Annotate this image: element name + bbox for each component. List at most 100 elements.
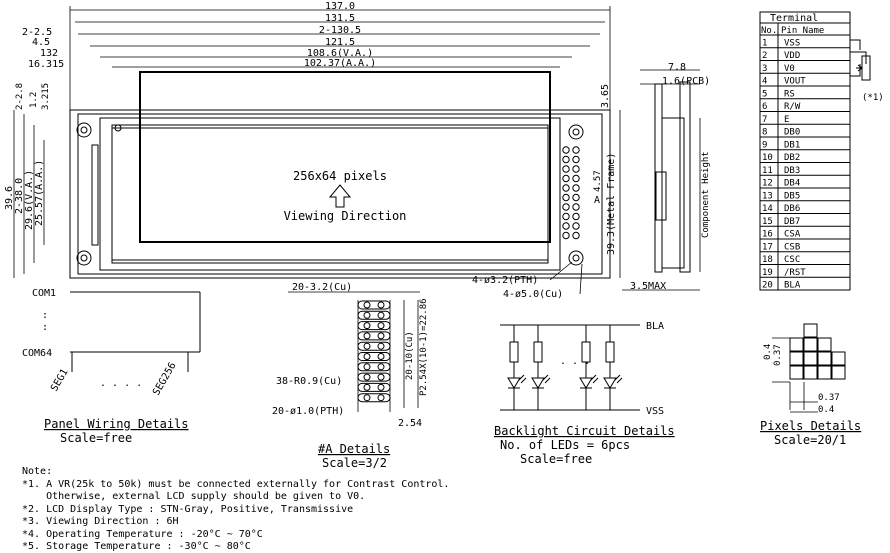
terminal-pin: VSS (784, 38, 800, 48)
com64-label: COM64 (22, 348, 52, 359)
panel-wiring-scale: Scale=free (60, 431, 132, 445)
terminal-no: 5 (762, 89, 767, 99)
detail-hole (363, 373, 371, 381)
pixel-dot (803, 323, 818, 338)
terminal-pin: DB0 (784, 128, 800, 138)
pad (572, 231, 580, 240)
detail-pad (357, 382, 391, 392)
terminal-no: 20 (762, 281, 773, 291)
panel-wiring-title: Panel Wiring Details (44, 417, 189, 431)
terminal-no: 13 (762, 191, 773, 201)
detail-pad (357, 341, 391, 351)
dim-108-6: 108.6(V.A.) (307, 48, 373, 59)
terminal-pin: CSB (784, 242, 800, 252)
note-3: *3. Viewing Direction : 6H (22, 516, 179, 527)
seg1-label: SEG1 (49, 367, 71, 393)
bla-label: BLA (646, 321, 664, 332)
pix-dim-0-4-h: 0.4 (818, 405, 834, 415)
detail-a-pads (357, 300, 391, 412)
dim-16-315: 16.315 (28, 59, 64, 70)
detail-hole (363, 353, 371, 360)
pad (562, 174, 570, 183)
pad (562, 231, 570, 240)
detail-hole (363, 332, 371, 340)
svg-text:. . .: . . . (560, 356, 590, 367)
terminal-header: Terminal (770, 13, 818, 24)
detail-hole (377, 394, 385, 402)
pad (562, 212, 570, 221)
pixel-dot (831, 365, 846, 380)
led-icon (579, 377, 593, 389)
dim-hole-cu: 4-ø5.0(Cu) (503, 289, 563, 300)
seg256-label: SEG256 (151, 361, 179, 398)
detail-hole (377, 373, 385, 381)
terminal-no: 1 (762, 38, 767, 48)
pixel-dot (817, 351, 832, 366)
detail-hole (377, 322, 385, 330)
terminal-pin: DB6 (784, 204, 800, 214)
terminal-pin: CSA (784, 230, 801, 240)
terminal-pin: R/W (784, 102, 801, 112)
com1-label: COM1 (32, 288, 56, 299)
pad (572, 165, 580, 173)
terminal-no: 15 (762, 217, 773, 227)
pixel-dot (789, 365, 804, 380)
pad (562, 155, 570, 164)
dim-20-ø1: 20-ø1.0(PTH) (272, 406, 344, 417)
backlight-leds: No. of LEDs = 6pcs (500, 438, 630, 452)
terminal-pin: DB5 (784, 191, 800, 201)
terminal-no: 4 (762, 77, 767, 87)
pixels-label: 256x64 pixels (293, 169, 387, 183)
note-1: *1. A VR(25k to 50k) must be connected e… (22, 479, 449, 490)
dim-3-215: 3.215 (41, 83, 51, 110)
metal-frame-outline (77, 113, 603, 275)
dim-130-5: 2-130.5 (319, 25, 361, 36)
terminal-pin: DB2 (784, 153, 800, 163)
dim-pitch: P2.54X(10-1)=22.86 (419, 298, 429, 396)
detail-hole (377, 342, 385, 350)
backlight-circuit: BLA VSS . . . Backlight Circuit Details … (494, 321, 675, 466)
detail-hole (363, 311, 371, 319)
detail-pad (357, 331, 391, 341)
terminal-pin: DB3 (784, 166, 800, 176)
resistor (533, 341, 543, 363)
pixels-scale: Scale=20/1 (774, 433, 846, 447)
notes-header: Note: (22, 466, 52, 477)
detail-hole (363, 301, 371, 309)
pad (572, 193, 580, 202)
pad (562, 165, 570, 173)
terminal-pin: DB7 (784, 217, 800, 227)
detail-a: 20-3.2(Cu) 38-R0.9(Cu) 20-ø1.0(PTH) 20-1… (272, 282, 429, 470)
dim-4-57: 4.57 (593, 170, 603, 192)
dim-121-5: 121.5 (325, 37, 355, 48)
dim-2-38: 2-38.0 (14, 178, 25, 214)
terminal-pin: E (784, 115, 789, 125)
viewing-direction-label: Viewing Direction (284, 209, 407, 223)
dim-3-5-max: 3.5MAX (630, 281, 666, 292)
pcb-outline (69, 109, 611, 279)
backlight-title: Backlight Circuit Details (494, 424, 675, 438)
dim-4-5: 4.5 (32, 37, 50, 48)
terminal-no: 9 (762, 140, 767, 150)
pixel-dot (831, 351, 846, 366)
glass-outline (99, 117, 561, 271)
terminal-pin: BLA (784, 281, 801, 291)
terminal-no: 6 (762, 102, 767, 112)
terminal-no: 14 (762, 204, 773, 214)
note-1b: Otherwise, external LCD supply should be… (22, 491, 365, 502)
component-height-label: Component Height (701, 151, 711, 238)
pixel-dot (803, 365, 818, 380)
dim-20-10: 20-10(Cu) (405, 331, 415, 380)
pixel-grid (772, 323, 846, 413)
detail-pad (357, 310, 391, 320)
detail-hole (377, 301, 385, 309)
pad (562, 203, 570, 211)
terminal-col-no: No. (761, 26, 777, 36)
terminal-no: 2 (762, 51, 767, 61)
pad (572, 155, 580, 164)
terminal-no: 3 (762, 64, 767, 74)
backlight-scale: Scale=free (520, 452, 592, 466)
detail-pad (357, 393, 391, 403)
